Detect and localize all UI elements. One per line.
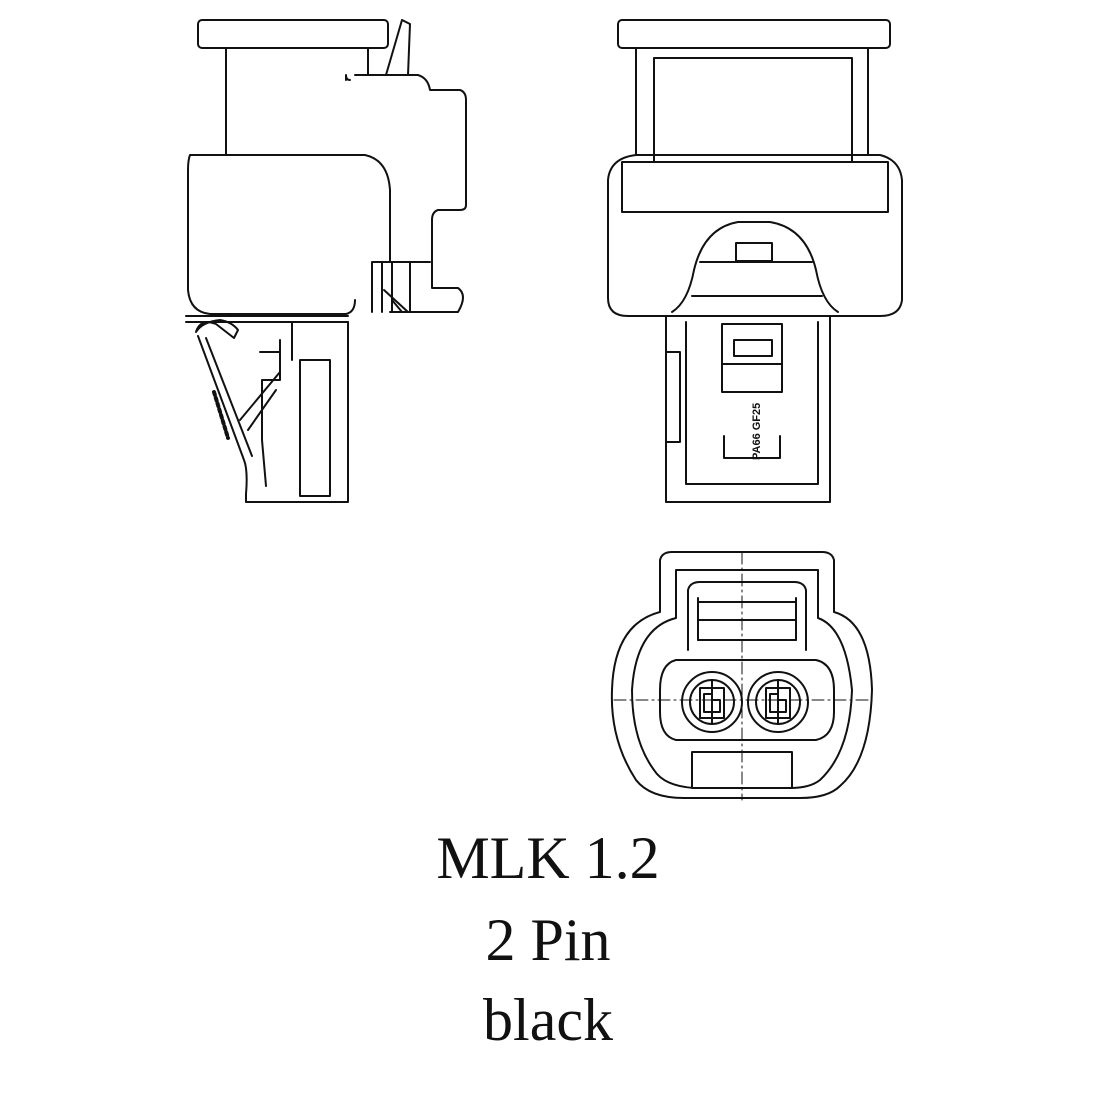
front-neck-frame	[635, 47, 869, 163]
side-neck	[225, 47, 369, 156]
side-hatch	[383, 289, 409, 313]
product-name: MLK 1.2	[436, 825, 660, 891]
front-lower-body	[665, 315, 831, 503]
front-arch-window	[735, 242, 773, 262]
mating-face-view	[610, 551, 873, 801]
front-release-details	[721, 339, 783, 365]
side-body-right-edge	[225, 154, 391, 263]
pin-2-contact	[765, 679, 791, 725]
pin-count: 2 Pin	[485, 907, 611, 973]
front-lower-inner	[685, 321, 819, 485]
side-rear-corner	[345, 74, 351, 81]
front-view: PA66 GF25	[607, 19, 903, 503]
face-outer-shell	[610, 551, 873, 799]
pin-1-contact	[699, 679, 725, 725]
pin-2-outer	[747, 671, 809, 733]
front-arch	[671, 221, 839, 313]
face-cavity-block	[659, 659, 835, 741]
front-main-housing	[607, 154, 903, 317]
side-terminal-window	[299, 359, 331, 497]
side-main-body	[187, 154, 356, 315]
side-latch-tab	[385, 19, 411, 76]
front-release-button	[721, 323, 783, 393]
side-lower-body	[245, 321, 349, 503]
face-latch-bars	[697, 601, 797, 641]
side-lock-hook	[195, 319, 239, 339]
side-rear-profile	[354, 74, 467, 313]
front-label-bracket	[723, 435, 781, 459]
front-side-notch	[665, 351, 681, 443]
face-latch-frame	[687, 581, 807, 651]
side-lock-arm	[197, 335, 253, 495]
side-top-cap	[197, 19, 389, 49]
material-marking: PA66 GF25	[751, 403, 763, 460]
side-view	[185, 19, 467, 503]
front-top-cap	[617, 19, 891, 49]
side-lock-spring	[239, 371, 281, 431]
side-lower-steps	[259, 321, 293, 487]
product-color: black	[483, 987, 613, 1053]
front-window-slot	[621, 161, 889, 213]
side-locking-ribs	[371, 261, 431, 313]
side-lock-marking	[212, 390, 230, 440]
front-arch-lines	[691, 261, 823, 297]
